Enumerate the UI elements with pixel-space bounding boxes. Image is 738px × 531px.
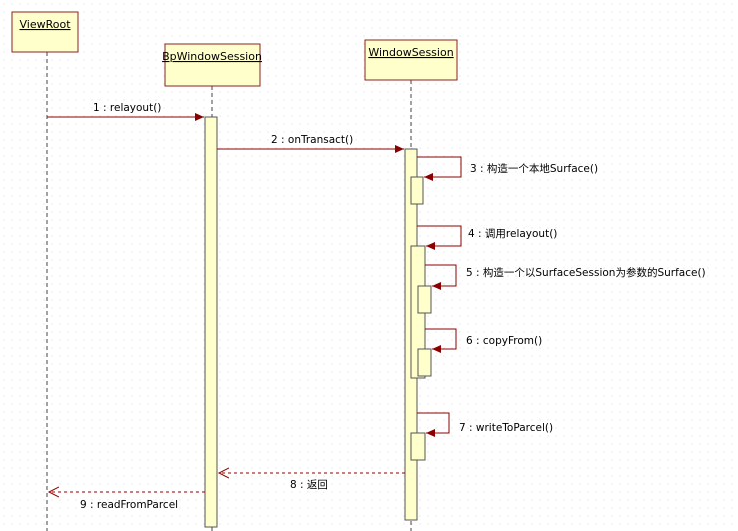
message-4-arrow: [417, 225, 462, 250]
message-7-label: 7 : writeToParcel(): [459, 422, 553, 434]
message-6-label: 6 : copyFrom(): [466, 335, 542, 347]
message-5-arrow: [425, 264, 457, 290]
message-6-arrow: [425, 328, 457, 353]
activation-m3: [410, 176, 424, 205]
message-4[interactable]: 4 : 调用relayout(): [417, 225, 557, 250]
message-7-arrow: [417, 412, 450, 437]
message-9[interactable]: 9 : readFromParcel: [49, 492, 205, 511]
participant-box-windowsession: [364, 39, 458, 81]
participant-bpwindowsession[interactable]: BpWindowSession: [162, 43, 262, 531]
activation-m5: [417, 285, 432, 314]
message-3[interactable]: 3 : 构造一个本地Surface(): [417, 156, 598, 181]
message-8[interactable]: 8 : 返回: [219, 473, 405, 491]
activation-bpwindowsession: [204, 116, 218, 528]
participant-label-viewroot: ViewRoot: [19, 18, 71, 31]
message-3-arrow: [417, 156, 462, 181]
message-8-label: 8 : 返回: [290, 479, 328, 491]
message-1-label: 1 : relayout(): [93, 102, 161, 114]
message-7[interactable]: 7 : writeToParcel(): [417, 412, 553, 437]
message-1[interactable]: 1 : relayout(): [47, 102, 204, 121]
participant-box-bpwindowsession: [164, 43, 261, 87]
message-5-label: 5 : 构造一个以SurfaceSession为参数的Surface(): [466, 266, 706, 279]
message-5[interactable]: 5 : 构造一个以SurfaceSession为参数的Surface(): [425, 264, 706, 290]
message-3-label: 3 : 构造一个本地Surface(): [470, 162, 598, 175]
message-2[interactable]: 2 : onTransact(): [217, 134, 404, 153]
message-6[interactable]: 6 : copyFrom(): [425, 328, 542, 353]
message-2-label: 2 : onTransact(): [271, 134, 353, 146]
message-4-label: 4 : 调用relayout(): [468, 228, 557, 240]
activation-m7: [410, 432, 426, 461]
participant-windowsession[interactable]: WindowSession: [364, 39, 458, 531]
participant-box-viewroot: [11, 11, 79, 53]
participant-label-windowsession: WindowSession: [368, 46, 453, 59]
activation-m6: [417, 348, 432, 377]
message-9-label: 9 : readFromParcel: [80, 499, 178, 511]
participant-viewroot[interactable]: ViewRoot: [11, 11, 79, 531]
participant-label-bpwindowsession: BpWindowSession: [162, 50, 262, 63]
